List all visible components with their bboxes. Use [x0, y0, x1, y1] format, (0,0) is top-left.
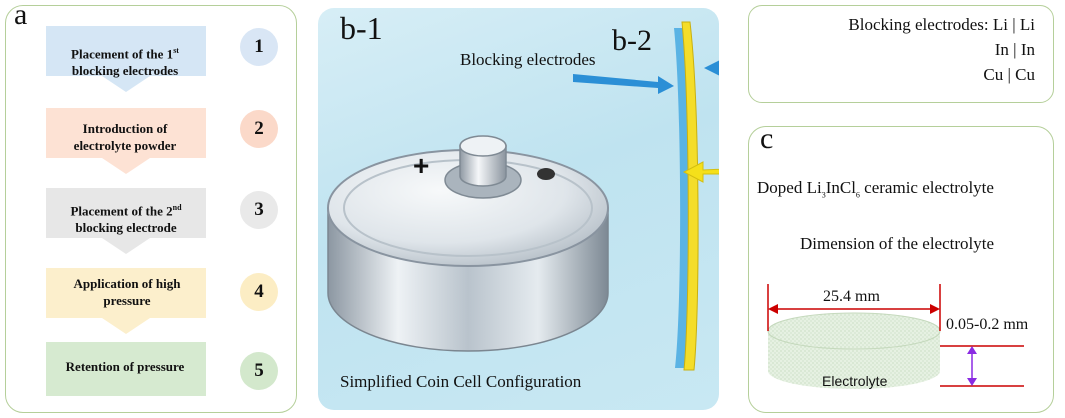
panel-c	[748, 126, 1054, 413]
yellow-electrolyte-layer	[681, 21, 699, 371]
step-5-arrow	[46, 342, 206, 396]
panel-c-letter: c	[760, 122, 774, 155]
coin-cell-illustration	[327, 21, 719, 371]
step-1-number: 1	[240, 28, 278, 66]
blocking-arrow-left	[573, 74, 674, 94]
step-1-label: Placement of the 1st blocking electrodes	[71, 46, 179, 79]
panel-a-letter: a	[14, 0, 28, 31]
step-5-number: 5	[240, 352, 278, 390]
electrode-types-title: Blocking electrodes: Li | Li	[848, 15, 1035, 34]
electrolyte-disk-diagram	[767, 284, 1024, 389]
electrolyte-description: Doped Li3InCl6 ceramic electrolyte	[757, 178, 994, 200]
electrolyte-arrow	[682, 161, 719, 183]
electrode-type-in: In | In	[994, 40, 1035, 59]
thickness-label: 0.05-0.2 mm	[946, 316, 1029, 333]
step-3-arrow	[46, 188, 206, 254]
step-1-arrow	[46, 26, 206, 92]
step-2-arrow	[46, 108, 206, 174]
step-3-label: Placement of the 2nd blocking electrode	[70, 203, 182, 236]
coin-cell-terminal	[459, 145, 507, 187]
plus-sign: +	[413, 150, 430, 181]
blocking-arrow-right	[704, 60, 719, 76]
panel-b2-letter: b-2	[612, 24, 652, 57]
electrode-type-cu: Cu | Cu	[983, 65, 1035, 84]
minus-dot	[537, 168, 555, 180]
diameter-label: 25.4 mm	[823, 288, 880, 305]
step-2-label: Introduction of electrolyte powder	[73, 121, 177, 153]
disk-top	[767, 312, 941, 350]
blocking-electrodes-label: Blocking electrodes	[460, 50, 596, 69]
step-4-number: 4	[240, 273, 278, 311]
step-5-label: Retention of pressure	[65, 359, 185, 374]
electrode-types-box	[748, 5, 1054, 103]
step-2-number: 2	[240, 110, 278, 148]
step-arrows	[46, 26, 206, 396]
coin-cell-caption: Simplified Coin Cell Configuration	[340, 372, 582, 391]
step-4-label: Application of high pressure	[73, 276, 181, 308]
panel-b1-letter: b-1	[340, 10, 383, 46]
dimension-title: Dimension of the electrolyte	[800, 234, 995, 253]
electrolyte-disk-label: Electrolyte	[822, 373, 888, 389]
step-3-number: 3	[240, 191, 278, 229]
step-4-arrow	[46, 268, 206, 334]
